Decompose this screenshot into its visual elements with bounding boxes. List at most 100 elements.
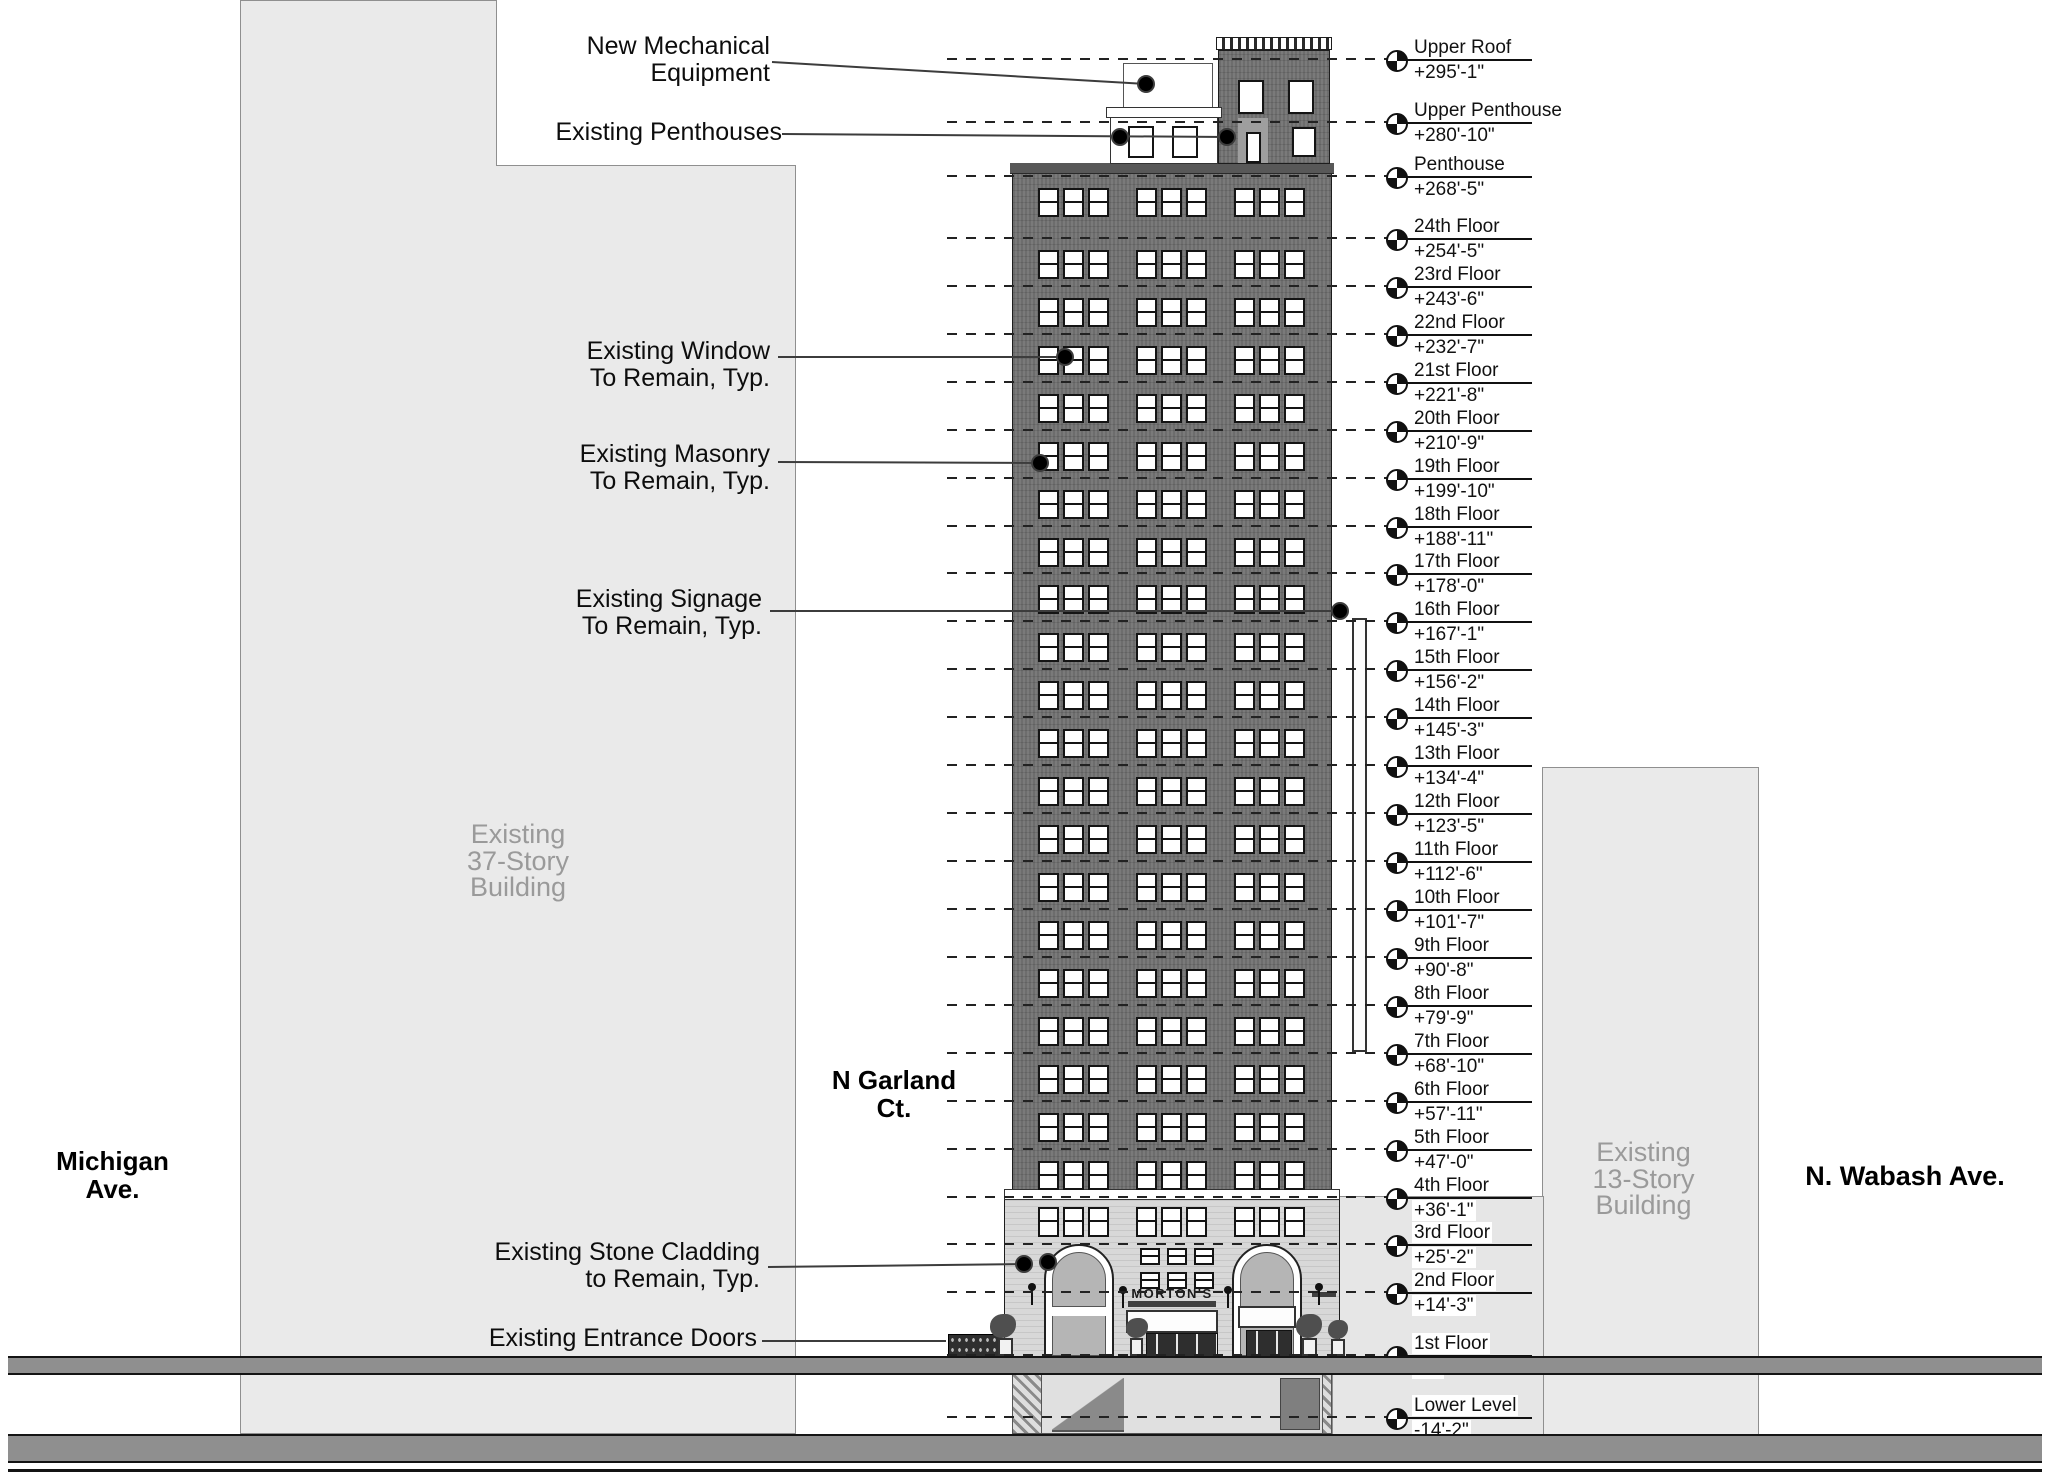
- tower-window: [1161, 825, 1182, 854]
- tower-window: [1063, 921, 1084, 950]
- tower-window: [1038, 298, 1059, 327]
- plant: [1328, 1320, 1348, 1339]
- tower-window: [1284, 1161, 1305, 1190]
- level-name-20th-floor: 20th Floor: [1412, 408, 1502, 429]
- existing-signage-blade: [1352, 618, 1367, 1052]
- tower-window: [1063, 681, 1084, 710]
- level-name-8th-floor: 8th Floor: [1412, 983, 1491, 1004]
- tower-window: [1186, 1017, 1207, 1046]
- tower-window: [1136, 490, 1157, 519]
- level-name-22nd-floor: 22nd Floor: [1412, 312, 1507, 333]
- tower-window: [1186, 921, 1207, 950]
- tower-window: [1259, 346, 1280, 375]
- tower-window: [1284, 250, 1305, 279]
- window-dot: [1056, 348, 1074, 366]
- tower-window: [1161, 538, 1182, 567]
- level-rule: [1397, 478, 1532, 480]
- right-doors: [1246, 1330, 1292, 1357]
- tower-window: [1136, 681, 1157, 710]
- tower-window: [1063, 490, 1084, 519]
- level-datum-icon: [1386, 229, 1408, 251]
- tower-window: [1284, 825, 1305, 854]
- tower-window: [1063, 188, 1084, 217]
- callout-existing-entrance-doors: Existing Entrance Doors: [488, 1324, 757, 1352]
- tower-window: [1161, 346, 1182, 375]
- level-line-5th-floor: [947, 1148, 1390, 1150]
- tower-window: [1259, 394, 1280, 423]
- level-elevation-15th-floor: +156'-2": [1412, 672, 1487, 693]
- level-rule: [1397, 669, 1532, 671]
- tower-window: [1063, 298, 1084, 327]
- tower-window: [1136, 825, 1157, 854]
- tower-window: [1194, 1248, 1214, 1265]
- level-rule: [1397, 334, 1532, 336]
- tower-window: [1063, 873, 1084, 902]
- tower-window: [1136, 1161, 1157, 1190]
- level-elevation-22nd-floor: +232'-7": [1412, 337, 1487, 358]
- tower-window: [1136, 298, 1157, 327]
- tower-window: [1167, 1272, 1187, 1289]
- level-line-6th-floor: [947, 1100, 1390, 1102]
- tower-window: [1161, 1113, 1182, 1142]
- tower-window: [1088, 538, 1109, 567]
- tower-window: [1234, 1017, 1255, 1046]
- tower-window: [1234, 250, 1255, 279]
- level-elevation-16th-floor: +167'-1": [1412, 624, 1487, 645]
- penthouse-dot: [1218, 128, 1236, 146]
- level-elevation-4th-floor: +36'-1": [1412, 1200, 1476, 1221]
- signage-dot: [1331, 602, 1349, 620]
- tower-window: [1161, 490, 1182, 519]
- tower-window: [1234, 394, 1255, 423]
- level-rule: [1397, 1292, 1532, 1294]
- level-datum-icon: [1386, 1408, 1408, 1430]
- level-line-24th-floor: [947, 237, 1390, 239]
- tower-window: [1088, 969, 1109, 998]
- level-line-lower-level: [947, 1416, 1390, 1418]
- level-line-17th-floor: [947, 572, 1390, 574]
- tower-window: [1234, 681, 1255, 710]
- tower-window: [1259, 873, 1280, 902]
- tower-window: [1186, 1113, 1207, 1142]
- level-elevation-17th-floor: +178'-0": [1412, 576, 1487, 597]
- tower-window: [1234, 442, 1255, 471]
- tower-window: [1161, 921, 1182, 950]
- penthouse-window: [1172, 126, 1198, 158]
- tower-window: [1234, 585, 1255, 614]
- tower-window: [1259, 298, 1280, 327]
- level-line-4th-floor: [947, 1196, 1390, 1198]
- level-datum-icon: [1386, 1140, 1408, 1162]
- level-datum-icon: [1386, 167, 1408, 189]
- level-name-3rd-floor: 3rd Floor: [1412, 1222, 1493, 1243]
- level-name-18th-floor: 18th Floor: [1412, 504, 1502, 525]
- level-rule: [1397, 286, 1532, 288]
- tower-window: [1136, 442, 1157, 471]
- tower-window: [1259, 1065, 1280, 1094]
- level-name-11th-floor: 11th Floor: [1412, 839, 1501, 860]
- tower-window: [1038, 969, 1059, 998]
- tower-window: [1234, 1161, 1255, 1190]
- level-line-upper-roof: [947, 58, 1390, 60]
- tower-window: [1186, 633, 1207, 662]
- tower-window: [1284, 442, 1305, 471]
- tower-window: [1186, 442, 1207, 471]
- tower-window: [1063, 1113, 1084, 1142]
- level-rule: [1397, 573, 1532, 575]
- tower-window: [1038, 1113, 1059, 1142]
- level-elevation-5th-floor: +47'-0": [1412, 1152, 1476, 1173]
- tower-window: [1161, 777, 1182, 806]
- white-penthouse-cornice: [1106, 107, 1222, 118]
- tower-window: [1161, 873, 1182, 902]
- tower-window: [1161, 1207, 1182, 1237]
- tower-window: [1284, 538, 1305, 567]
- tower-window: [1088, 825, 1109, 854]
- level-elevation-18th-floor: +188'-11": [1412, 529, 1496, 550]
- basement-stair: [1052, 1378, 1124, 1432]
- plant: [1126, 1318, 1148, 1338]
- level-elevation-penthouse: +268'-5": [1412, 179, 1487, 200]
- stone-dot: [1015, 1255, 1033, 1273]
- level-name-16th-floor: 16th Floor: [1412, 599, 1502, 620]
- level-rule: [1397, 1101, 1532, 1103]
